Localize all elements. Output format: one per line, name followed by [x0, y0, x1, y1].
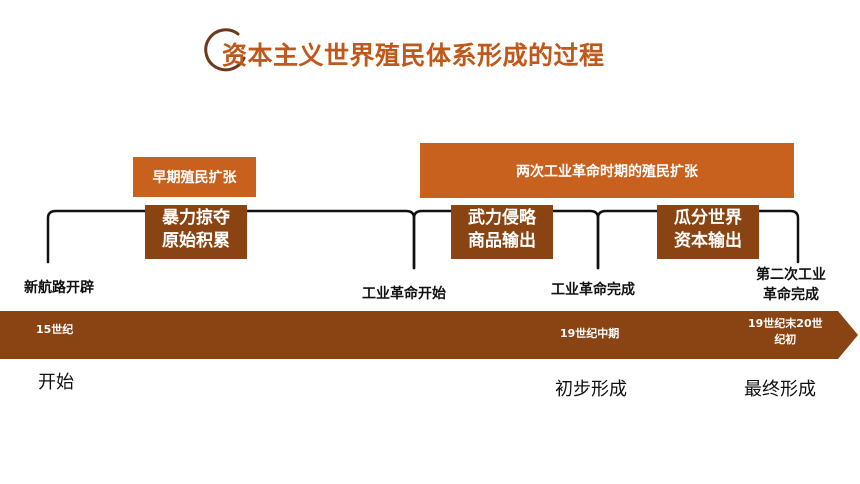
stage-final-formation: 最终形成 — [744, 379, 816, 400]
stage-beginning: 开始 — [38, 372, 74, 393]
event-industrial-complete: 工业革命完成 — [551, 282, 635, 298]
period-industrial-colonial: 两次工业革命时期的殖民扩张 — [420, 143, 794, 198]
method-box-2: 武力侵略 商品输出 — [451, 205, 553, 259]
method-2-line2: 商品输出 — [468, 231, 536, 251]
time-late-19th-early-20th: 19世纪末20世 纪初 — [748, 316, 823, 348]
time-late-19th-line2: 纪初 — [774, 333, 797, 346]
method-box-3: 瓜分世界 资本输出 — [657, 205, 759, 259]
method-3-line1: 瓜分世界 — [674, 208, 742, 228]
event-second-industrial: 第二次工业 革命完成 — [756, 265, 826, 305]
time-mid-19th-century: 19世纪中期 — [560, 327, 620, 340]
method-2-line1: 武力侵略 — [468, 208, 536, 228]
method-box-1: 暴力掠夺 原始积累 — [145, 205, 247, 259]
method-1-line2: 原始积累 — [162, 231, 230, 251]
period-early-colonial: 早期殖民扩张 — [133, 157, 256, 197]
event-new-routes: 新航路开辟 — [24, 280, 94, 296]
method-1-line1: 暴力掠夺 — [162, 208, 230, 228]
time-15th-century: 15世纪 — [36, 323, 74, 336]
event-second-industrial-line1: 第二次工业 — [756, 267, 826, 283]
method-3-line2: 资本输出 — [674, 231, 742, 251]
title-circle-decoration — [204, 28, 246, 72]
event-industrial-start: 工业革命开始 — [362, 286, 446, 302]
timeline-arrow — [0, 311, 858, 359]
page-title: 资本主义世界殖民体系形成的过程 — [222, 41, 605, 70]
time-late-19th-line1: 19世纪末20世 — [748, 317, 823, 330]
stage-initial-formation: 初步形成 — [555, 379, 627, 400]
event-second-industrial-line2: 革命完成 — [763, 287, 819, 303]
